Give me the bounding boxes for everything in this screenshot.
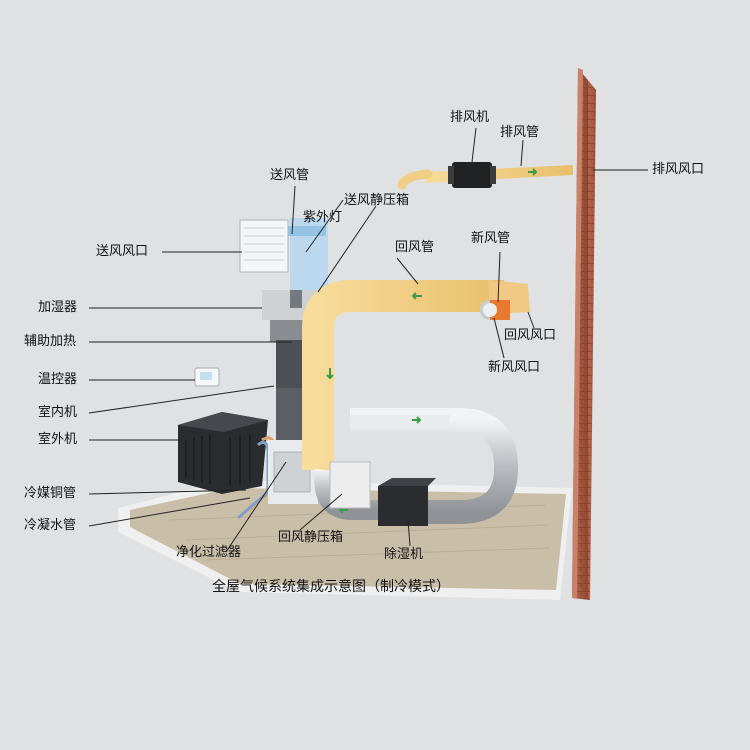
- label-condensate-pipe: 冷凝水管: [24, 518, 77, 533]
- exhaust-duct: [397, 162, 573, 190]
- label-return-plenum: 回风静压箱: [278, 530, 344, 545]
- label-humidifier: 加湿器: [38, 300, 78, 315]
- supply-duct-assembly: [239, 218, 328, 290]
- return-plenum-box: [329, 461, 371, 509]
- diagram-caption: 全屋气候系统集成示意图（制冷模式）: [212, 579, 450, 595]
- label-purifier-filter: 净化过滤器: [176, 545, 242, 560]
- leader-lines: [88, 127, 648, 553]
- exhaust-fan-body: [452, 162, 492, 188]
- fresh-air-pipe: [480, 300, 510, 320]
- label-supply-outlet: 送风风口: [96, 244, 149, 259]
- label-outdoor-unit: 室外机: [38, 432, 78, 447]
- label-return-outlet: 回风风口: [504, 328, 557, 343]
- label-fresh-outlet: 新风风口: [488, 360, 541, 375]
- label-refrigerant-pipe: 冷媒铜管: [24, 486, 77, 501]
- label-fresh-duct: 新风管: [471, 231, 511, 246]
- label-supply-plenum: 送风静压箱: [344, 193, 410, 208]
- dehumidifier-loop: [314, 408, 519, 526]
- label-return-duct: 回风管: [395, 240, 435, 255]
- label-supply-duct: 送风管: [270, 168, 310, 183]
- brick-wall: [572, 68, 596, 600]
- label-indoor-unit: 室内机: [38, 405, 78, 420]
- label-exhaust-fan: 排风机: [450, 110, 490, 125]
- label-uv-lamp: 紫外灯: [303, 210, 343, 225]
- outdoor-unit-body: [178, 412, 268, 494]
- thermostat-device: [194, 367, 220, 387]
- label-exhaust-duct: 排风管: [500, 125, 540, 140]
- label-dehumidifier: 除湿机: [384, 547, 424, 562]
- label-thermostat: 温控器: [38, 372, 78, 387]
- label-aux-heater: 辅助加热: [24, 334, 77, 349]
- label-exhaust-outlet: 排风风口: [652, 162, 705, 177]
